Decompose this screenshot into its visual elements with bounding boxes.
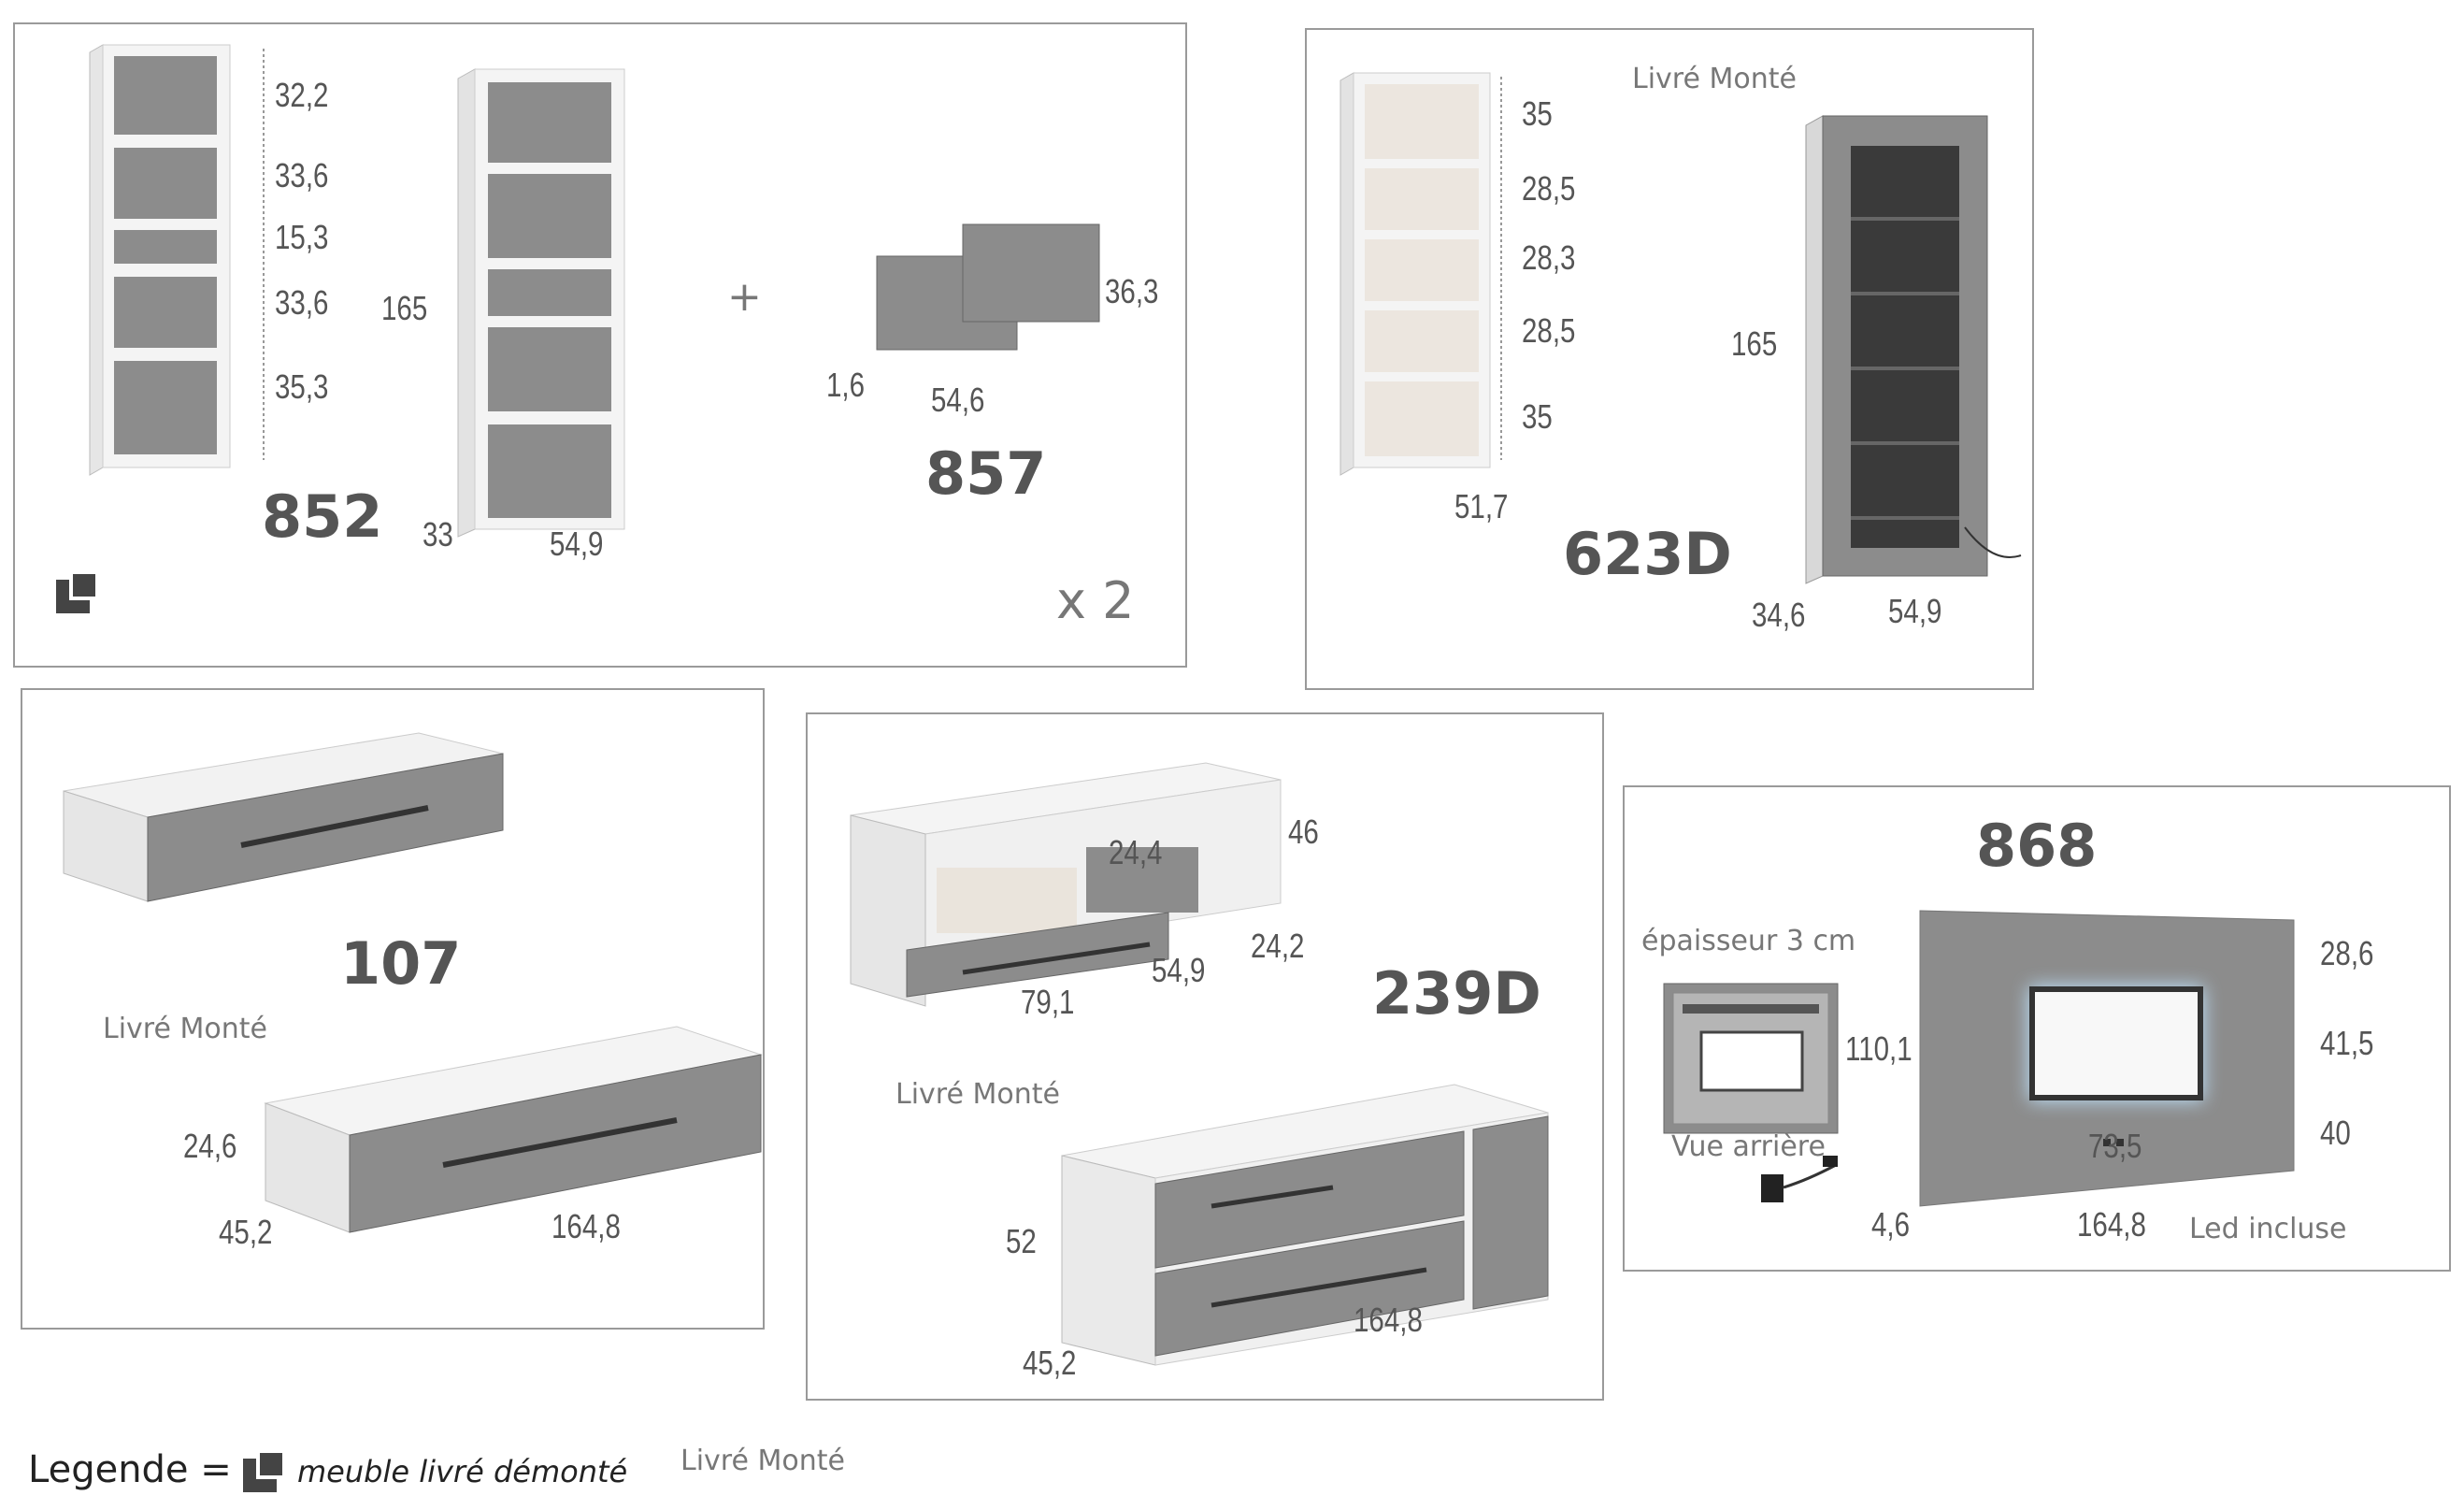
panel-852-857: 32,2 33,6 15,3 33,6 35,3 165 33 54,9 852… — [13, 22, 1187, 668]
code-868: 868 — [1976, 812, 2098, 880]
height-107: 24,6 — [183, 1127, 237, 1165]
right-width-239D: 54,9 — [1152, 951, 1206, 989]
tv-unit-239D-open-drawing — [850, 762, 1282, 1007]
bookcase-623D-open-drawing — [1339, 72, 1491, 476]
shelf-height-1: 32,2 — [275, 76, 329, 114]
seg-mid-868: 41,5 — [2320, 1024, 2374, 1062]
height-total-868: 110,1 — [1845, 1029, 1912, 1068]
door-thickness: 1,6 — [826, 366, 866, 404]
delivery-623D: Livré Monté — [1632, 63, 1797, 95]
code-107: 107 — [340, 929, 462, 998]
seg-bottom-868: 40 — [2320, 1114, 2351, 1152]
shelf-623D-3: 28,3 — [1522, 238, 1576, 277]
bookcase-623D-closed-drawing — [1805, 115, 2022, 584]
screen-width-868: 73,5 — [2088, 1127, 2142, 1165]
code-857: 857 — [925, 439, 1047, 508]
shelf-height-3: 15,3 — [275, 218, 329, 256]
code-852: 852 — [262, 482, 383, 551]
shelf-height-2: 33,6 — [275, 156, 329, 194]
bookcase-852-side-drawing — [457, 68, 625, 538]
depth-239D: 45,2 — [1023, 1344, 1077, 1382]
panel-239D: 24,4 46 24,2 79,1 54,9 239D Livré Monté … — [806, 712, 1604, 1401]
shelf-623D-1: 35 — [1522, 94, 1553, 133]
bookcase-852-front-drawing — [89, 44, 231, 476]
shelf-height-5: 35,3 — [275, 367, 329, 406]
open-width-623D: 51,7 — [1454, 487, 1509, 525]
code-239D: 239D — [1372, 959, 1541, 1028]
width-623D: 54,9 — [1888, 592, 1942, 630]
height-239D: 52 — [1006, 1222, 1037, 1260]
panel-623D: Livré Monté 35 28,5 28,3 28,5 35 51,7 16… — [1305, 28, 2034, 690]
width-107: 164,8 — [552, 1207, 621, 1245]
depth-868: 4,6 — [1871, 1205, 1911, 1244]
panel-868: 868 épaisseur 3 cm Vue arrière 110,1 28,… — [1623, 785, 2451, 1272]
height-852: 165 — [381, 289, 428, 327]
depth-107: 45,2 — [219, 1213, 273, 1251]
inner-depth-239D: 24,2 — [1251, 927, 1305, 965]
back-view-label: Vue arrière — [1671, 1130, 1826, 1163]
left-width-239D: 79,1 — [1021, 983, 1075, 1021]
legend-label: Legende = — [28, 1448, 232, 1491]
tv-unit-239D-closed-drawing — [1061, 1084, 1549, 1366]
dimension-lines-623D — [1500, 77, 1502, 460]
shelf-623D-2: 28,5 — [1522, 169, 1576, 208]
wall-panel-868-front-drawing — [1919, 910, 2295, 1207]
disassembled-furniture-icon — [56, 570, 99, 613]
tv-unit-107-closed-drawing — [264, 1026, 763, 1233]
dimension-lines-852 — [263, 49, 265, 460]
code-623D: 623D — [1563, 520, 1732, 588]
wall-panel-868-back-view — [1663, 983, 1839, 1134]
multiplier: x 2 — [1056, 571, 1135, 630]
shelf-623D-4: 28,5 — [1522, 311, 1576, 350]
width-852: 54,9 — [550, 525, 604, 563]
shelf-height-4: 33,6 — [275, 283, 329, 322]
delivery-239D: Livré Monté — [895, 1078, 1060, 1111]
doors-857-drawing — [876, 223, 1100, 351]
led-label: Led incluse — [2189, 1213, 2347, 1245]
seg-top-868: 28,6 — [2320, 934, 2374, 972]
door-height: 36,3 — [1105, 272, 1159, 310]
delivery-107: Livré Monté — [103, 1013, 267, 1045]
tv-unit-107-open-drawing — [63, 732, 504, 902]
width-868: 164,8 — [2077, 1205, 2146, 1244]
width-239D: 164,8 — [1354, 1301, 1423, 1339]
door-width: 54,6 — [931, 381, 985, 419]
plus-sign: + — [727, 273, 762, 321]
depth-852: 33 — [423, 515, 453, 554]
legend-assembled: Livré Monté — [680, 1445, 845, 1477]
niche-height-239D: 24,4 — [1109, 833, 1163, 871]
height-top-239D: 46 — [1288, 813, 1319, 851]
panel-107: 107 Livré Monté 24,6 45,2 164,8 — [21, 688, 765, 1330]
depth-623D: 34,6 — [1752, 596, 1806, 634]
legend-text: meuble livré démonté — [297, 1454, 628, 1489]
shelf-623D-5: 35 — [1522, 397, 1553, 436]
legend-disassembled-icon — [243, 1449, 286, 1492]
thickness-note: épaisseur 3 cm — [1641, 925, 1856, 957]
power-adapter-icon — [1761, 1156, 1838, 1202]
height-623D: 165 — [1731, 324, 1778, 363]
